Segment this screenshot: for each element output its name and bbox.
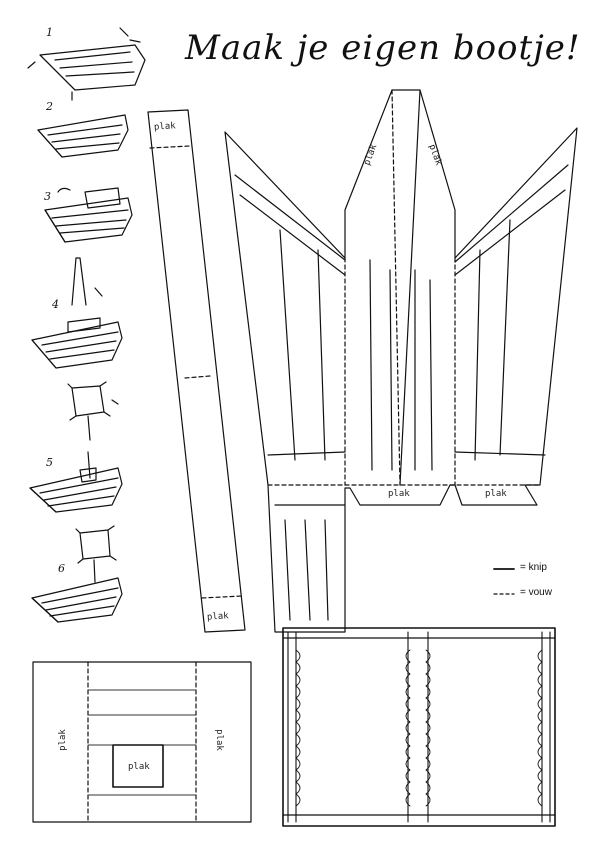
bottom-right-template: [282, 627, 556, 827]
step-2-illustration: [37, 114, 129, 158]
step-4-illustration: [31, 257, 123, 369]
bottom-left-template: [32, 661, 252, 823]
glue-label: plak: [128, 762, 150, 772]
step-number: 5: [46, 456, 53, 469]
page-title: Maak je eigen bootje!: [185, 28, 581, 68]
step-1-illustration: [27, 27, 146, 101]
legend-fold-label: = vouw: [520, 587, 552, 598]
glue-label: plak: [388, 489, 410, 499]
step-number: 3: [44, 190, 51, 203]
step-6-illustration: [31, 525, 123, 623]
step-number: 2: [46, 100, 53, 113]
legend-cut-label: = knip: [520, 562, 547, 573]
step-number: 6: [58, 562, 65, 575]
glue-label: plak: [57, 729, 68, 751]
glue-label: plak: [213, 729, 224, 751]
boat-body-template: [224, 89, 578, 633]
step-number: 4: [52, 298, 59, 311]
step-number: 1: [46, 26, 53, 39]
step-3-illustration: [44, 187, 133, 243]
step-5-illustration: [29, 381, 123, 513]
glue-label: plak: [206, 611, 230, 623]
glue-label: plak: [153, 121, 177, 133]
mast-strip: [147, 109, 246, 633]
glue-label: plak: [485, 489, 507, 499]
